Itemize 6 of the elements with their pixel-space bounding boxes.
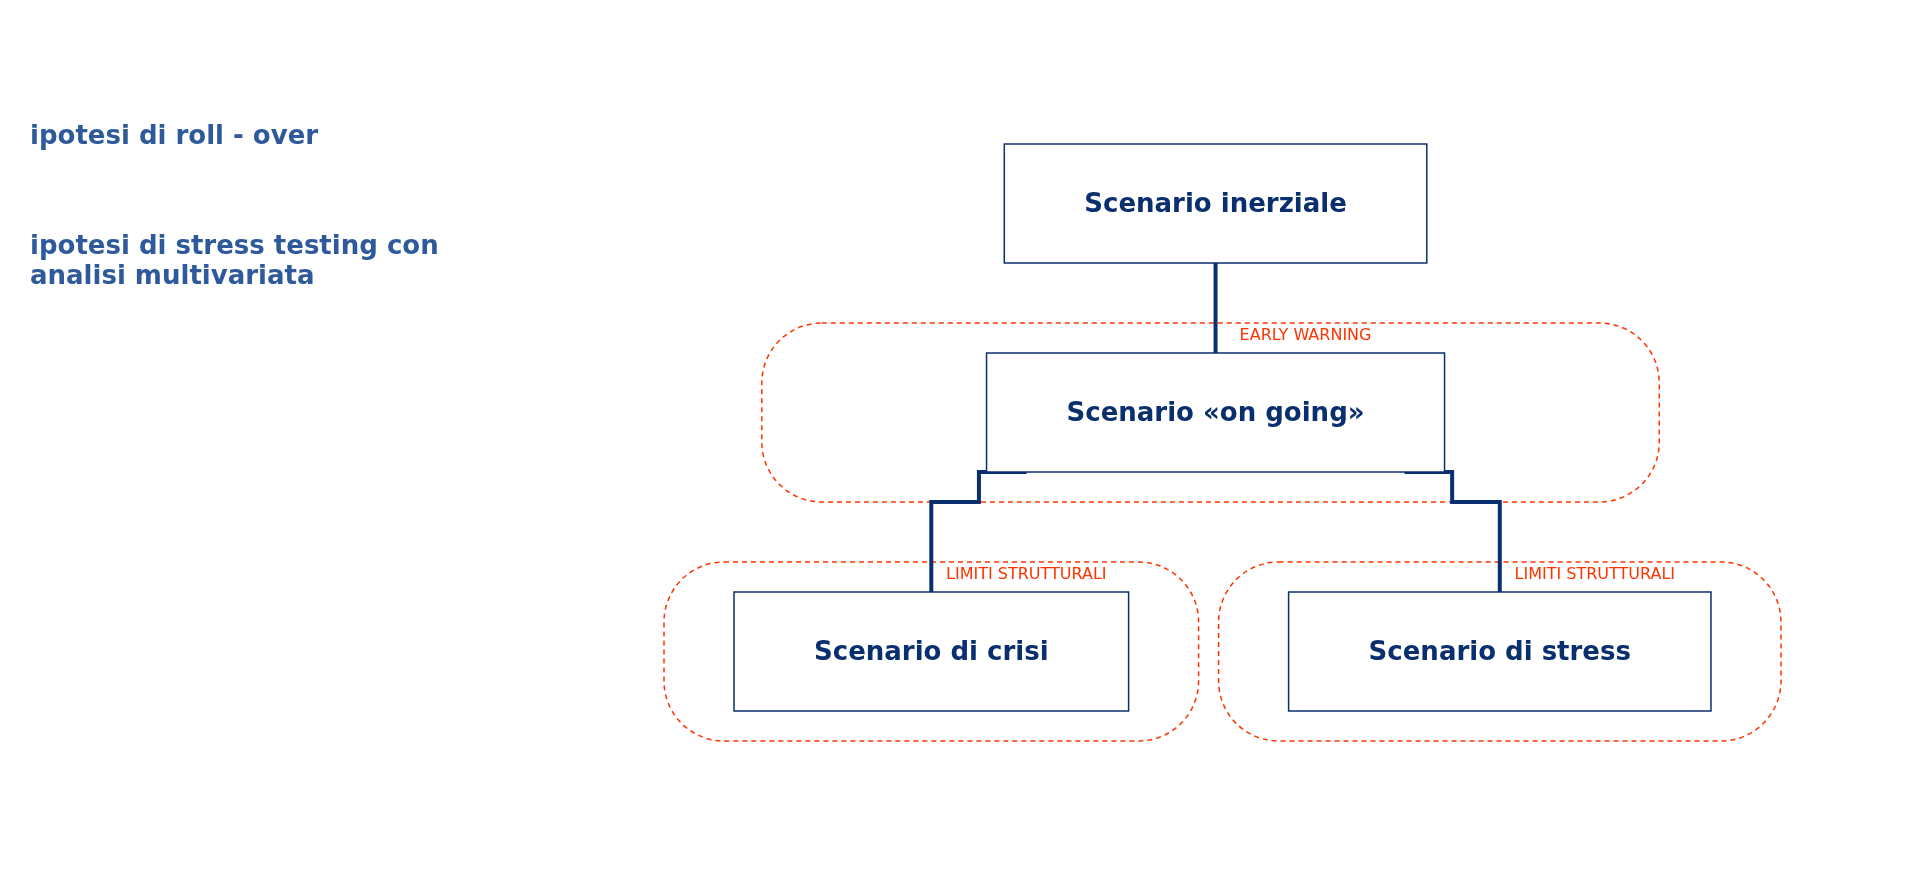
- node-box: Scenario inerziale: [1003, 143, 1428, 264]
- annotation-text: ipotesi di stress testing con analisi multivariata: [30, 230, 440, 290]
- node-box: Scenario di crisi: [733, 591, 1130, 712]
- annotation-text: ipotesi di roll - over: [30, 120, 320, 150]
- node-box: Scenario «on going»: [985, 352, 1446, 473]
- node-box: Scenario di stress: [1287, 591, 1712, 712]
